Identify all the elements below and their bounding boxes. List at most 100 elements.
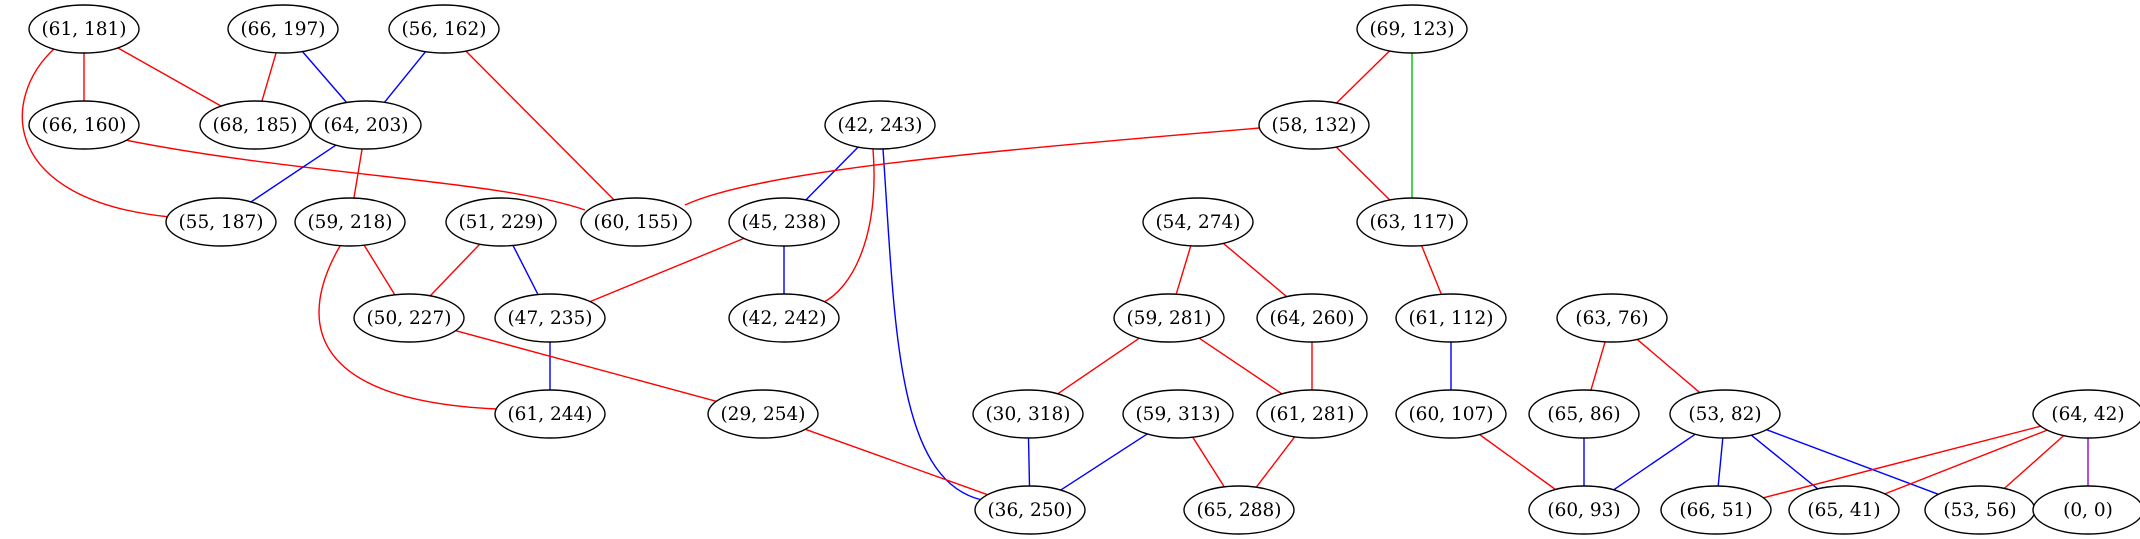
node-label: (60, 155) [593,212,678,233]
node-ellipse [28,100,140,150]
edge-n29-n35 [1479,433,1556,491]
graph-node-n28: (61, 281) [1256,389,1368,439]
edge-line [821,148,875,304]
edge-line [1057,337,1140,395]
graph-node-n27: (59, 313) [1122,389,1234,439]
edge-line [1717,437,1724,487]
node-ellipse [707,389,819,439]
edge-line [1479,433,1556,491]
node-label: (54, 274) [1155,212,1240,233]
graph-node-n26: (30, 318) [972,389,1084,439]
node-label: (59, 281) [1126,308,1211,329]
edge-line [353,148,363,199]
edge-line [1060,433,1148,491]
edge-n5-n13 [124,139,586,211]
graph-node-n2: (66, 197) [227,4,339,54]
node-ellipse [580,197,692,247]
edge-line [117,47,222,107]
graph-node-n25: (29, 254) [707,389,819,439]
node-ellipse [1395,293,1507,343]
node-ellipse [974,485,1086,535]
node-label: (50, 227) [366,308,451,329]
graph-node-n19: (42, 242) [728,293,840,343]
node-label: (64, 260) [1269,308,1354,329]
node-ellipse [1395,389,1507,439]
node-label: (63, 117) [1369,212,1454,233]
graph-node-n6: (68, 185) [199,100,311,150]
edge-n11-n24 [318,245,498,410]
edge-n3-n13 [465,50,615,201]
node-label: (30, 318) [985,404,1070,425]
node-ellipse [1122,389,1234,439]
node-ellipse [1183,485,1295,535]
edge-line [363,244,396,296]
node-label: (51, 229) [458,212,543,233]
graph-node-n32: (64, 42) [2032,389,2140,439]
edges-layer [21,47,2089,501]
graph-node-n31: (53, 82) [1669,389,1781,439]
graph-node-n23: (63, 76) [1556,293,1668,343]
node-label: (59, 313) [1135,404,1220,425]
edge-n31-n37 [1750,434,1819,490]
node-ellipse [728,293,840,343]
edge-line [1335,50,1391,104]
graph-node-n17: (50, 227) [353,293,465,343]
edge-n14-n18 [589,237,745,303]
edge-n27-n33 [1060,433,1148,491]
edge-n12-n17 [429,243,481,297]
node-ellipse [1788,485,1900,535]
graph-node-n21: (64, 260) [1256,293,1368,343]
graph-node-n35: (60, 93) [1528,485,1640,535]
node-ellipse [1528,389,1640,439]
graph-node-n5: (66, 160) [28,100,140,150]
edge-n15-n21 [1222,242,1288,298]
node-label: (53, 56) [1943,500,2016,521]
node-label: (56, 162) [401,19,486,40]
node-label: (64, 203) [323,115,408,136]
node-label: (64, 42) [2051,404,2124,425]
edge-n31-n35 [1613,433,1696,491]
edge-n8-n33 [882,148,983,501]
edge-n11-n17 [363,244,396,296]
graph-node-n39: (0, 0) [2032,485,2140,535]
graph-node-n12: (51, 229) [445,197,557,247]
edge-n15-n20 [1175,245,1192,295]
edge-n23-n30 [1590,341,1606,391]
node-ellipse [388,4,500,54]
graph-node-n38: (53, 56) [1924,485,2036,535]
node-ellipse [1256,293,1368,343]
edge-line [383,51,427,103]
node-ellipse [1256,389,1368,439]
edge-line [429,243,481,297]
edge-n20-n26 [1057,337,1140,395]
edge-n25-n33 [805,428,988,496]
node-label: (58, 132) [1271,115,1356,136]
graph-node-n1: (61, 181) [28,4,140,54]
node-ellipse [1669,389,1781,439]
node-ellipse [1556,293,1668,343]
node-label: (68, 185) [212,115,297,136]
edge-n27-n34 [1192,436,1225,488]
edge-n2-n6 [261,52,277,102]
graph-node-n8: (42, 243) [824,100,936,150]
edge-n4-n9 [1335,50,1391,104]
node-ellipse [1113,293,1225,343]
node-ellipse [972,389,1084,439]
edge-line [250,144,337,203]
node-ellipse [165,197,277,247]
node-label: (66, 51) [1679,500,1752,521]
node-label: (65, 86) [1547,404,1620,425]
edge-line [882,148,983,501]
node-ellipse [227,4,339,54]
graph-node-n18: (47, 235) [494,293,606,343]
node-label: (55, 187) [178,212,263,233]
graph-node-n13: (60, 155) [580,197,692,247]
graph-node-n7: (64, 203) [310,100,422,150]
edge-n26-n33 [1027,437,1031,487]
edge-line [2003,434,2065,490]
node-ellipse [728,197,840,247]
node-ellipse [1528,485,1640,535]
node-ellipse [494,293,606,343]
edge-n32-n38 [2003,434,2065,490]
